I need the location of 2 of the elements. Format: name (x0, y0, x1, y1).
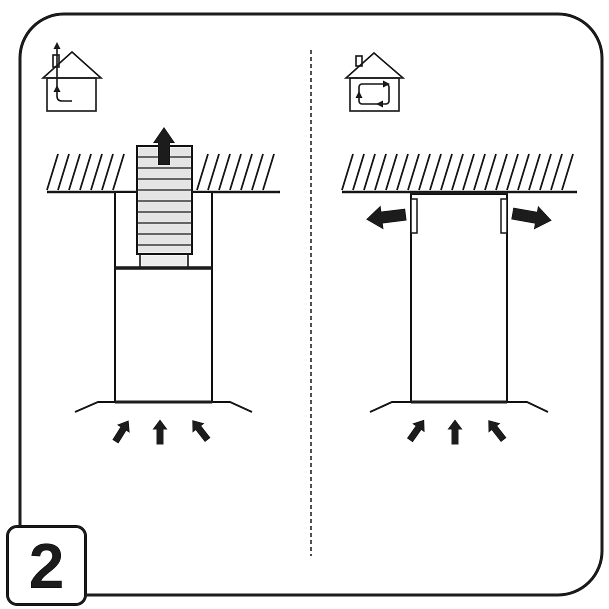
step-number: 2 (28, 534, 64, 598)
step-number-tile (6, 525, 87, 606)
